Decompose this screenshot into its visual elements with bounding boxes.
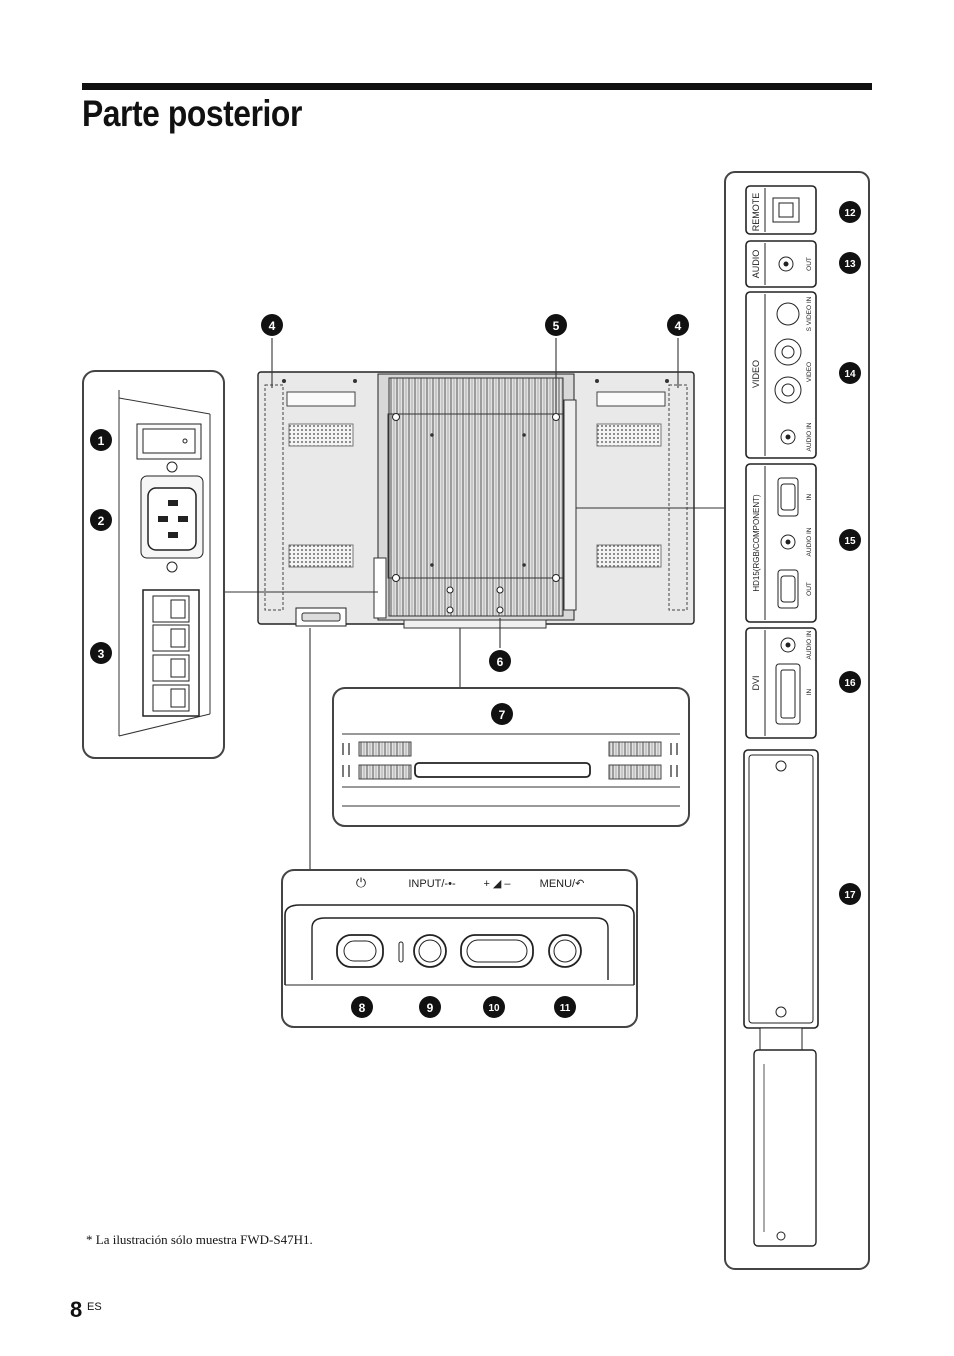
svg-text:15: 15 [844,536,856,547]
connector-panel: REMOTE AUDIO OUT VIDEO S VIDEO IN VIDEO … [724,171,870,1270]
hd15-in-label: IN [806,493,813,500]
callout-4-left: 4 [261,314,283,336]
volume-label: + ◢ – [483,878,511,890]
callout-4-right: 4 [667,314,689,336]
dvi-in-label: IN [806,688,813,695]
callout-1: 1 [90,429,112,451]
audio-out-label: OUT [806,257,813,271]
audio-in-label: AUDIO IN [806,422,813,451]
footnote: * La ilustración sólo muestra FWD-S47H1. [86,1232,313,1247]
callout-15: 15 [839,529,861,551]
hd15-audio-in-label: AUDIO IN [806,527,813,556]
volume-rocker [460,934,534,968]
callout-6: 6 [489,650,511,672]
video-label: VIDEO [751,360,761,388]
s-video-in-label: S VIDEO IN [806,296,813,331]
callout-10: 10 [483,996,505,1018]
svg-text:7: 7 [499,708,506,722]
callout-5: 5 [545,314,567,336]
callout-9: 9 [419,996,441,1018]
svg-text:2: 2 [98,514,105,528]
dvi-audio-in-label: AUDIO IN [806,630,813,659]
input-label: INPUT/-•- [408,878,456,890]
title-rule [82,83,872,90]
svg-text:14: 14 [844,369,856,380]
callout-2: 2 [90,509,112,531]
callout-17: 17 [839,883,861,905]
svg-text:11: 11 [560,1003,571,1014]
svg-text:16: 16 [844,678,856,689]
callout-16: 16 [839,671,861,693]
remote-label: REMOTE [751,193,761,232]
callout-8: 8 [351,996,373,1018]
page-title: Parte posterior [82,93,302,134]
power-inset [82,370,225,759]
svg-text:12: 12 [844,208,856,219]
callout-7: 7 [491,703,513,725]
svg-text:17: 17 [844,890,856,901]
svg-text:6: 6 [497,655,504,669]
callout-14: 14 [839,362,861,384]
audio-label: AUDIO [751,250,761,279]
hd15-out-label: OUT [806,582,813,596]
menu-label: MENU/↶ [540,878,585,890]
svg-text:1: 1 [98,434,105,448]
page-language: ES [87,1301,102,1313]
svg-text:3: 3 [98,647,105,661]
svg-text:4: 4 [675,319,682,333]
svg-text:8: 8 [359,1001,366,1015]
svg-text:9: 9 [427,1001,434,1015]
hd15-label: HD15(RGB/COMPONENT) [752,494,761,592]
power-symbol-label: ⏻ [356,875,366,890]
svg-text:13: 13 [844,259,856,270]
callout-13: 13 [839,252,861,274]
control-buttons-inset: ⏻ INPUT/-•- + ◢ – MENU/↶ [281,869,638,1028]
callout-markers: 1 2 3 4 4 5 6 7 8 9 10 11 12 13 14 15 16… [90,201,861,1018]
page-number: 8 [70,1297,83,1322]
svg-text:5: 5 [553,319,560,333]
tv-rear-body [257,371,695,629]
video-io-label: VIDEO [806,362,813,382]
svg-text:10: 10 [488,1003,500,1014]
dvi-label: DVI [751,675,761,690]
callout-11: 11 [554,996,576,1018]
callout-3: 3 [90,642,112,664]
callout-12: 12 [839,201,861,223]
stand-slot-inset [332,687,690,827]
svg-text:4: 4 [269,319,276,333]
main-power-switch [142,428,196,454]
